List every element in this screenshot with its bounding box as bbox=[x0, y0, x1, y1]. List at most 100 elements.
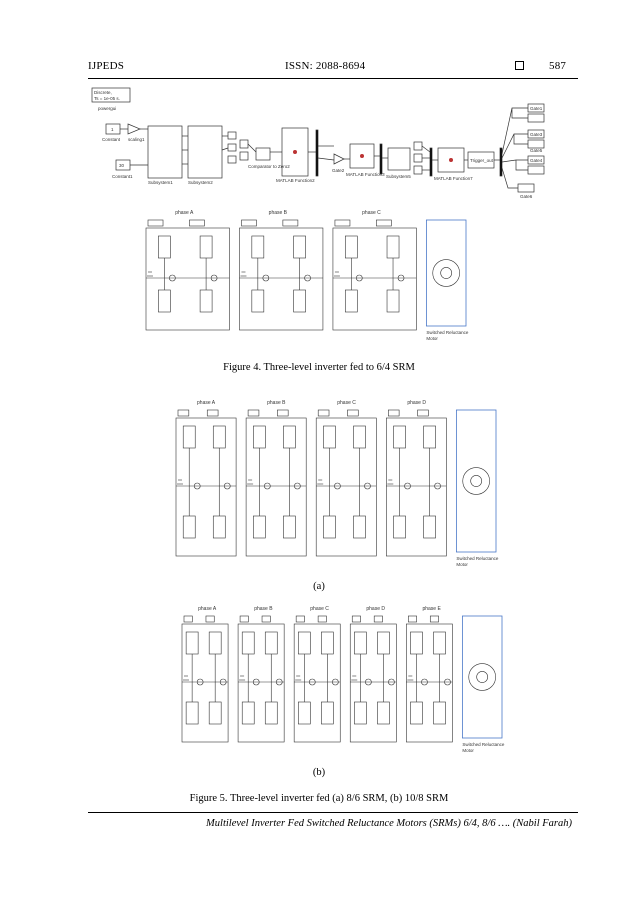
circuit-frame bbox=[315, 417, 377, 557]
circuit-frame bbox=[175, 417, 237, 557]
running-title: Multilevel Inverter Fed Switched Relucta… bbox=[206, 818, 572, 829]
header-rule bbox=[88, 78, 578, 79]
circuit-frame bbox=[349, 623, 397, 743]
igbt-switch bbox=[354, 631, 367, 655]
srm-motor-block bbox=[455, 409, 497, 553]
fig5b-phase-label-3: phase D bbox=[366, 606, 385, 612]
gate-block bbox=[189, 219, 205, 227]
gate-block bbox=[334, 219, 351, 227]
figure5-caption: Figure 5. Three-level inverter fed (a) 8… bbox=[189, 793, 449, 804]
igbt-switch bbox=[354, 701, 367, 725]
matlab-function3-label: MATLAB Function3 bbox=[346, 172, 385, 177]
igbt-switch bbox=[182, 515, 196, 539]
figure5a-label: (a) bbox=[313, 581, 325, 592]
igbt-switch bbox=[293, 235, 306, 259]
fig4-phase-label-2: phase C bbox=[362, 210, 381, 216]
igbt-switch bbox=[297, 701, 311, 725]
gate3-label: Gate3 bbox=[530, 132, 543, 137]
footer-rule bbox=[88, 812, 578, 813]
igbt-switch bbox=[323, 515, 336, 539]
gate-block bbox=[317, 615, 327, 623]
igbt-switch bbox=[253, 515, 266, 539]
fig5a-phase-label-0: phase A bbox=[197, 400, 216, 406]
gate-block bbox=[282, 219, 299, 227]
igbt-switch bbox=[241, 631, 255, 655]
circuit-frame bbox=[181, 623, 229, 743]
motor-rotor-icon bbox=[432, 259, 460, 287]
igbt-switch bbox=[158, 235, 171, 259]
igbt-switch bbox=[321, 631, 334, 655]
igbt-switch bbox=[433, 631, 446, 655]
gate-block bbox=[247, 409, 260, 417]
gate-block bbox=[206, 409, 219, 417]
srm-motor-block bbox=[461, 615, 503, 739]
gate-block bbox=[147, 219, 164, 227]
igbt-switch bbox=[377, 701, 390, 725]
circuit-frame bbox=[386, 417, 447, 557]
igbt-switch bbox=[283, 425, 296, 449]
igbt-switch bbox=[251, 289, 265, 313]
page-number: 587 bbox=[549, 60, 567, 72]
gate-block bbox=[408, 615, 417, 623]
igbt-switch bbox=[386, 235, 400, 259]
subsystem1-label: Subsystem1 bbox=[148, 180, 173, 185]
gate-block bbox=[239, 615, 249, 623]
powergui-label: powergui bbox=[98, 106, 116, 111]
igbt-switch bbox=[423, 425, 436, 449]
matlab-function7-label: MATLAB Function7 bbox=[434, 176, 473, 181]
constant1-value: 30 bbox=[119, 163, 125, 168]
igbt-switch bbox=[212, 425, 226, 449]
gate-block bbox=[347, 409, 359, 417]
fig5a-motor-label-1: Motor bbox=[456, 562, 468, 567]
checkbox-icon bbox=[515, 60, 525, 73]
igbt-switch bbox=[410, 701, 423, 725]
fig5b-phase-label-4: phase E bbox=[422, 606, 441, 612]
igbt-switch bbox=[253, 425, 266, 449]
fig5b-motor-label-0: Switched Reluctance bbox=[462, 742, 505, 747]
igbt-switch bbox=[199, 289, 213, 313]
circuit-frame bbox=[145, 227, 230, 331]
igbt-switch bbox=[344, 235, 358, 259]
igbt-switch bbox=[182, 425, 196, 449]
gate-block bbox=[373, 615, 383, 623]
discrete-label-1: Discrete, bbox=[94, 90, 112, 95]
igbt-switch bbox=[353, 515, 366, 539]
fig5a-phase-label-3: phase D bbox=[407, 400, 426, 406]
igbt-switch bbox=[344, 289, 358, 313]
gate-block bbox=[417, 409, 429, 417]
igbt-switch bbox=[321, 701, 334, 725]
igbt-switch bbox=[208, 631, 222, 655]
fig5b-motor-label-1: Motor bbox=[462, 748, 474, 753]
figure5b-label: (b) bbox=[312, 767, 326, 778]
gate-block bbox=[277, 409, 289, 417]
circuit-frame bbox=[332, 227, 417, 331]
gate-block bbox=[183, 615, 193, 623]
gate6-label: Gate6 bbox=[520, 194, 533, 199]
igbt-switch bbox=[185, 631, 199, 655]
motor-rotor-icon bbox=[468, 663, 496, 691]
gate1-label: Gate1 bbox=[530, 106, 543, 111]
circuit-frame bbox=[293, 623, 341, 743]
fig4-phase-label-1: phase B bbox=[269, 210, 288, 216]
gate-block bbox=[376, 219, 392, 227]
fig5a-phase-label-2: phase C bbox=[337, 400, 356, 406]
igbt-switch bbox=[377, 631, 390, 655]
fig5b-phase-label-1: phase B bbox=[254, 606, 273, 612]
fig4-motor-label-0: Switched Reluctance bbox=[426, 330, 469, 335]
comparator-label: Comparator to Zero2 bbox=[248, 164, 290, 169]
subsystem5-label: Subsystem5 bbox=[386, 174, 411, 179]
igbt-switch bbox=[283, 515, 296, 539]
gate-block bbox=[177, 409, 190, 417]
gate5-label: Gate5 bbox=[530, 148, 543, 153]
gate-block bbox=[429, 615, 439, 623]
igbt-switch bbox=[353, 425, 366, 449]
igbt-switch bbox=[199, 235, 213, 259]
gate-block bbox=[205, 615, 215, 623]
circuit-frame bbox=[406, 623, 453, 743]
igbt-switch bbox=[386, 289, 400, 313]
circuit-frame bbox=[237, 623, 285, 743]
figure4-caption: Figure 4. Three-level inverter fed to 6/… bbox=[223, 362, 415, 373]
